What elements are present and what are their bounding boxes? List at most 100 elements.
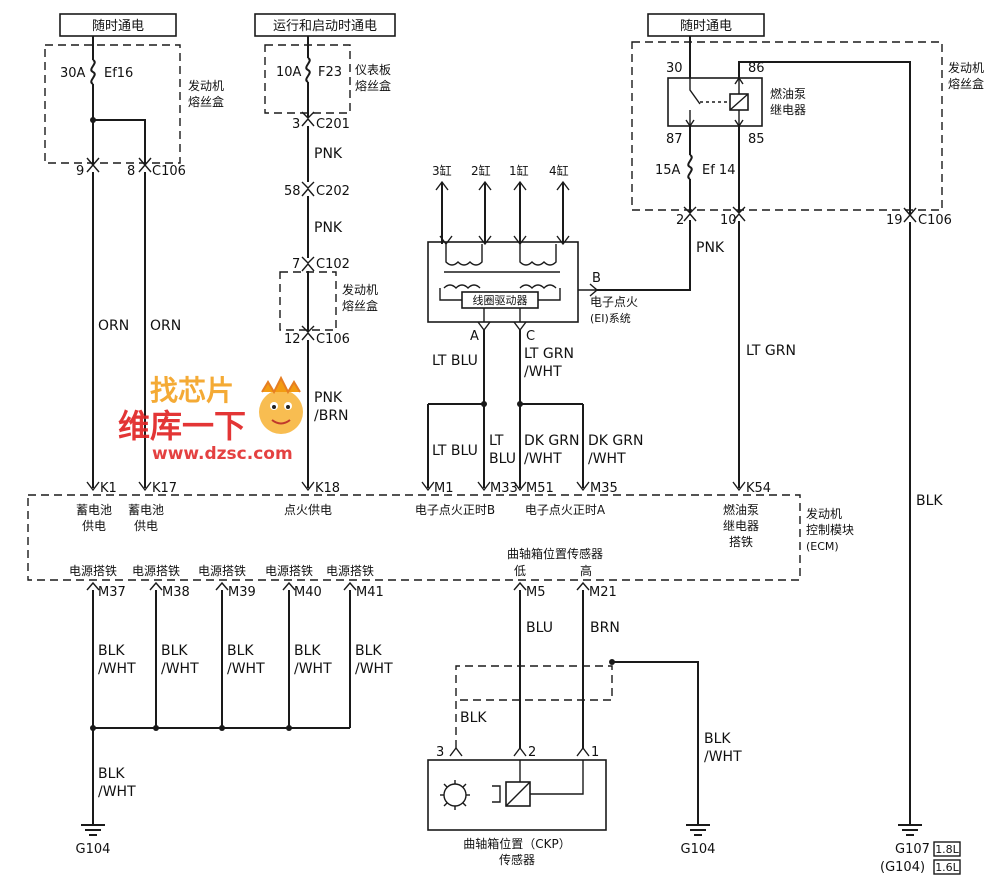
- cylinder-1: 1缸: [509, 163, 529, 178]
- ecm-bottom-connectors: [86, 581, 590, 591]
- fuse-ef16-name: Ef16: [104, 66, 133, 81]
- c106-left-label: C106: [152, 164, 186, 179]
- ei-pin-b: B: [592, 271, 601, 286]
- wire-blk-wht-m39-l2: /WHT: [227, 661, 265, 677]
- fuse-f23-amp: 10A: [276, 65, 302, 80]
- cylinder-3: 3缸: [432, 163, 452, 178]
- ecm-pin-k17: K17: [152, 481, 177, 496]
- ecm-label-l1: 发动机: [806, 506, 842, 521]
- c202-label: C202: [316, 184, 350, 199]
- ckp-low: 低: [514, 564, 526, 578]
- ecm-pin-m37: M37: [98, 585, 126, 600]
- wire-orn-2: ORN: [150, 318, 181, 334]
- c106-right-label: C106: [918, 213, 952, 228]
- watermark-logo: [259, 375, 303, 434]
- wire-dk-grn-m35-l2: /WHT: [588, 451, 626, 467]
- reluctor-wheel-icon: [443, 783, 467, 807]
- engine-fuse-box-right-l1: 发动机: [948, 60, 984, 75]
- ground-tag-16l: 1.6L: [935, 861, 959, 874]
- ground-symbol-g107: [898, 824, 922, 836]
- wire-pnk-2: PNK: [314, 220, 343, 236]
- ecm-top-connectors: [86, 481, 746, 492]
- ecm-battery1-l1: 蓄电池: [76, 503, 112, 517]
- c202-pin-58: 58: [284, 184, 301, 199]
- wire-blk-wht-m40-l2: /WHT: [294, 661, 332, 677]
- ecm-pin-k18: K18: [315, 481, 340, 496]
- wire-lt-blu-m33-l1: LT: [489, 433, 504, 449]
- ecm-pin-m39: M39: [228, 585, 256, 600]
- c102-label: C102: [316, 257, 350, 272]
- relay-pin-85: 85: [748, 132, 765, 147]
- power-label-run-start: 运行和启动时通电: [273, 19, 377, 34]
- wire-dk-grn-m51-l1: DK GRN: [524, 433, 579, 449]
- ecm-ei-timing-b: 电子点火正时B: [415, 503, 495, 517]
- ecm-pin-m1: M1: [434, 481, 454, 496]
- wire-lt-grn-c-l2: /WHT: [524, 364, 562, 380]
- ecm-power-ground-1: 电源搭铁: [69, 564, 117, 578]
- ground-symbol-g104-mid: [686, 824, 710, 836]
- relay-pin-87: 87: [666, 132, 683, 147]
- power-label-right: 随时通电: [680, 19, 732, 34]
- ecm-pin-m38: M38: [162, 585, 190, 600]
- relay-pin-30: 30: [666, 61, 683, 76]
- ecm-pin-m41: M41: [356, 585, 384, 600]
- fuel-pump-relay-l1: 燃油泵: [770, 86, 806, 101]
- wire-blk-wht-bottom-l1: BLK: [98, 766, 125, 782]
- ckp-pin-3: 3: [436, 745, 444, 760]
- instrument-fuse-box-l2: 熔丝盒: [355, 78, 391, 93]
- ecm-relay-ground-l1: 燃油泵: [723, 502, 759, 517]
- wire-blk-wht-m41-l1: BLK: [355, 643, 382, 659]
- wire-lt-blu-m33-l2: BLU: [489, 451, 516, 467]
- ecm-battery2-l2: 供电: [134, 519, 158, 533]
- c106-pin-9: 9: [76, 164, 84, 179]
- watermark-url: www.dzsc.com: [152, 444, 293, 464]
- ground-g104-left: G104: [76, 842, 111, 857]
- ecm-battery1-l2: 供电: [82, 519, 106, 533]
- fuel-pump-relay-l2: 继电器: [770, 103, 806, 117]
- ignition-coils: [439, 235, 570, 301]
- ckp-pin-connectors: [449, 746, 590, 757]
- cylinder-4: 4缸: [549, 163, 569, 178]
- wire-orn-1: ORN: [98, 318, 129, 334]
- wire-blk-wht-m37-l2: /WHT: [98, 661, 136, 677]
- ckp-pin-1: 1: [591, 745, 599, 760]
- ground-g104-mid: G104: [681, 842, 716, 857]
- coil-driver-label: 线圈驱动器: [473, 293, 528, 307]
- ecm-relay-ground-l2: 继电器: [723, 519, 759, 533]
- ecm-pin-m35: M35: [590, 481, 618, 496]
- wire-blk-wht-m39-l1: BLK: [227, 643, 254, 659]
- ecm-power-ground-4: 电源搭铁: [265, 564, 313, 578]
- ei-system-l2: (EI)系统: [590, 312, 631, 325]
- wire-blk-wht-shield-l1: BLK: [704, 731, 731, 747]
- wire-blk-right: BLK: [916, 493, 943, 509]
- c106-pin-8: 8: [127, 164, 135, 179]
- ei-system-l1: 电子点火: [590, 295, 638, 309]
- ecm-ei-timing-a: 电子点火正时A: [525, 503, 606, 517]
- wire-brn-m21: BRN: [590, 620, 620, 636]
- wire-lt-blu-m1: LT BLU: [432, 443, 478, 459]
- wire-dk-grn-m35-l1: DK GRN: [588, 433, 643, 449]
- engine-fuse-box-left-l1: 发动机: [188, 78, 224, 93]
- watermark-line1: 找芯片: [150, 374, 234, 407]
- wire-pnk-3: PNK: [696, 240, 725, 256]
- fuse-ef14-amp: 15A: [655, 163, 681, 178]
- wire-blk-wht-m41-l2: /WHT: [355, 661, 393, 677]
- ckp-sensor-l1: 曲轴箱位置（CKP）: [463, 836, 571, 851]
- instrument-fuse-box-l1: 仪表板: [355, 63, 391, 77]
- wire-blk-wht-m38-l2: /WHT: [161, 661, 199, 677]
- wire-pnk-1: PNK: [314, 146, 343, 162]
- wire-pnk-brn-l1: PNK: [314, 390, 343, 406]
- wire-blk-wht-m40-l1: BLK: [294, 643, 321, 659]
- ecm-pin-m33: M33: [490, 481, 518, 496]
- ecm-power-ground-3: 电源搭铁: [198, 564, 246, 578]
- ecm-relay-ground-l3: 搭铁: [729, 535, 753, 549]
- ckp-pin-2: 2: [528, 745, 536, 760]
- wire-blk-wht-shield-l2: /WHT: [704, 749, 742, 765]
- ckp-high: 高: [580, 563, 592, 578]
- ckp-ecm-title: 曲轴箱位置传感器: [507, 546, 603, 561]
- fuse-ef16-amp: 30A: [60, 66, 86, 81]
- wire-blk-wht-m38-l1: BLK: [161, 643, 188, 659]
- reluctor-teeth: [440, 780, 470, 810]
- wire-lt-blu-a: LT BLU: [432, 353, 478, 369]
- ecm-battery2-l1: 蓄电池: [128, 503, 164, 517]
